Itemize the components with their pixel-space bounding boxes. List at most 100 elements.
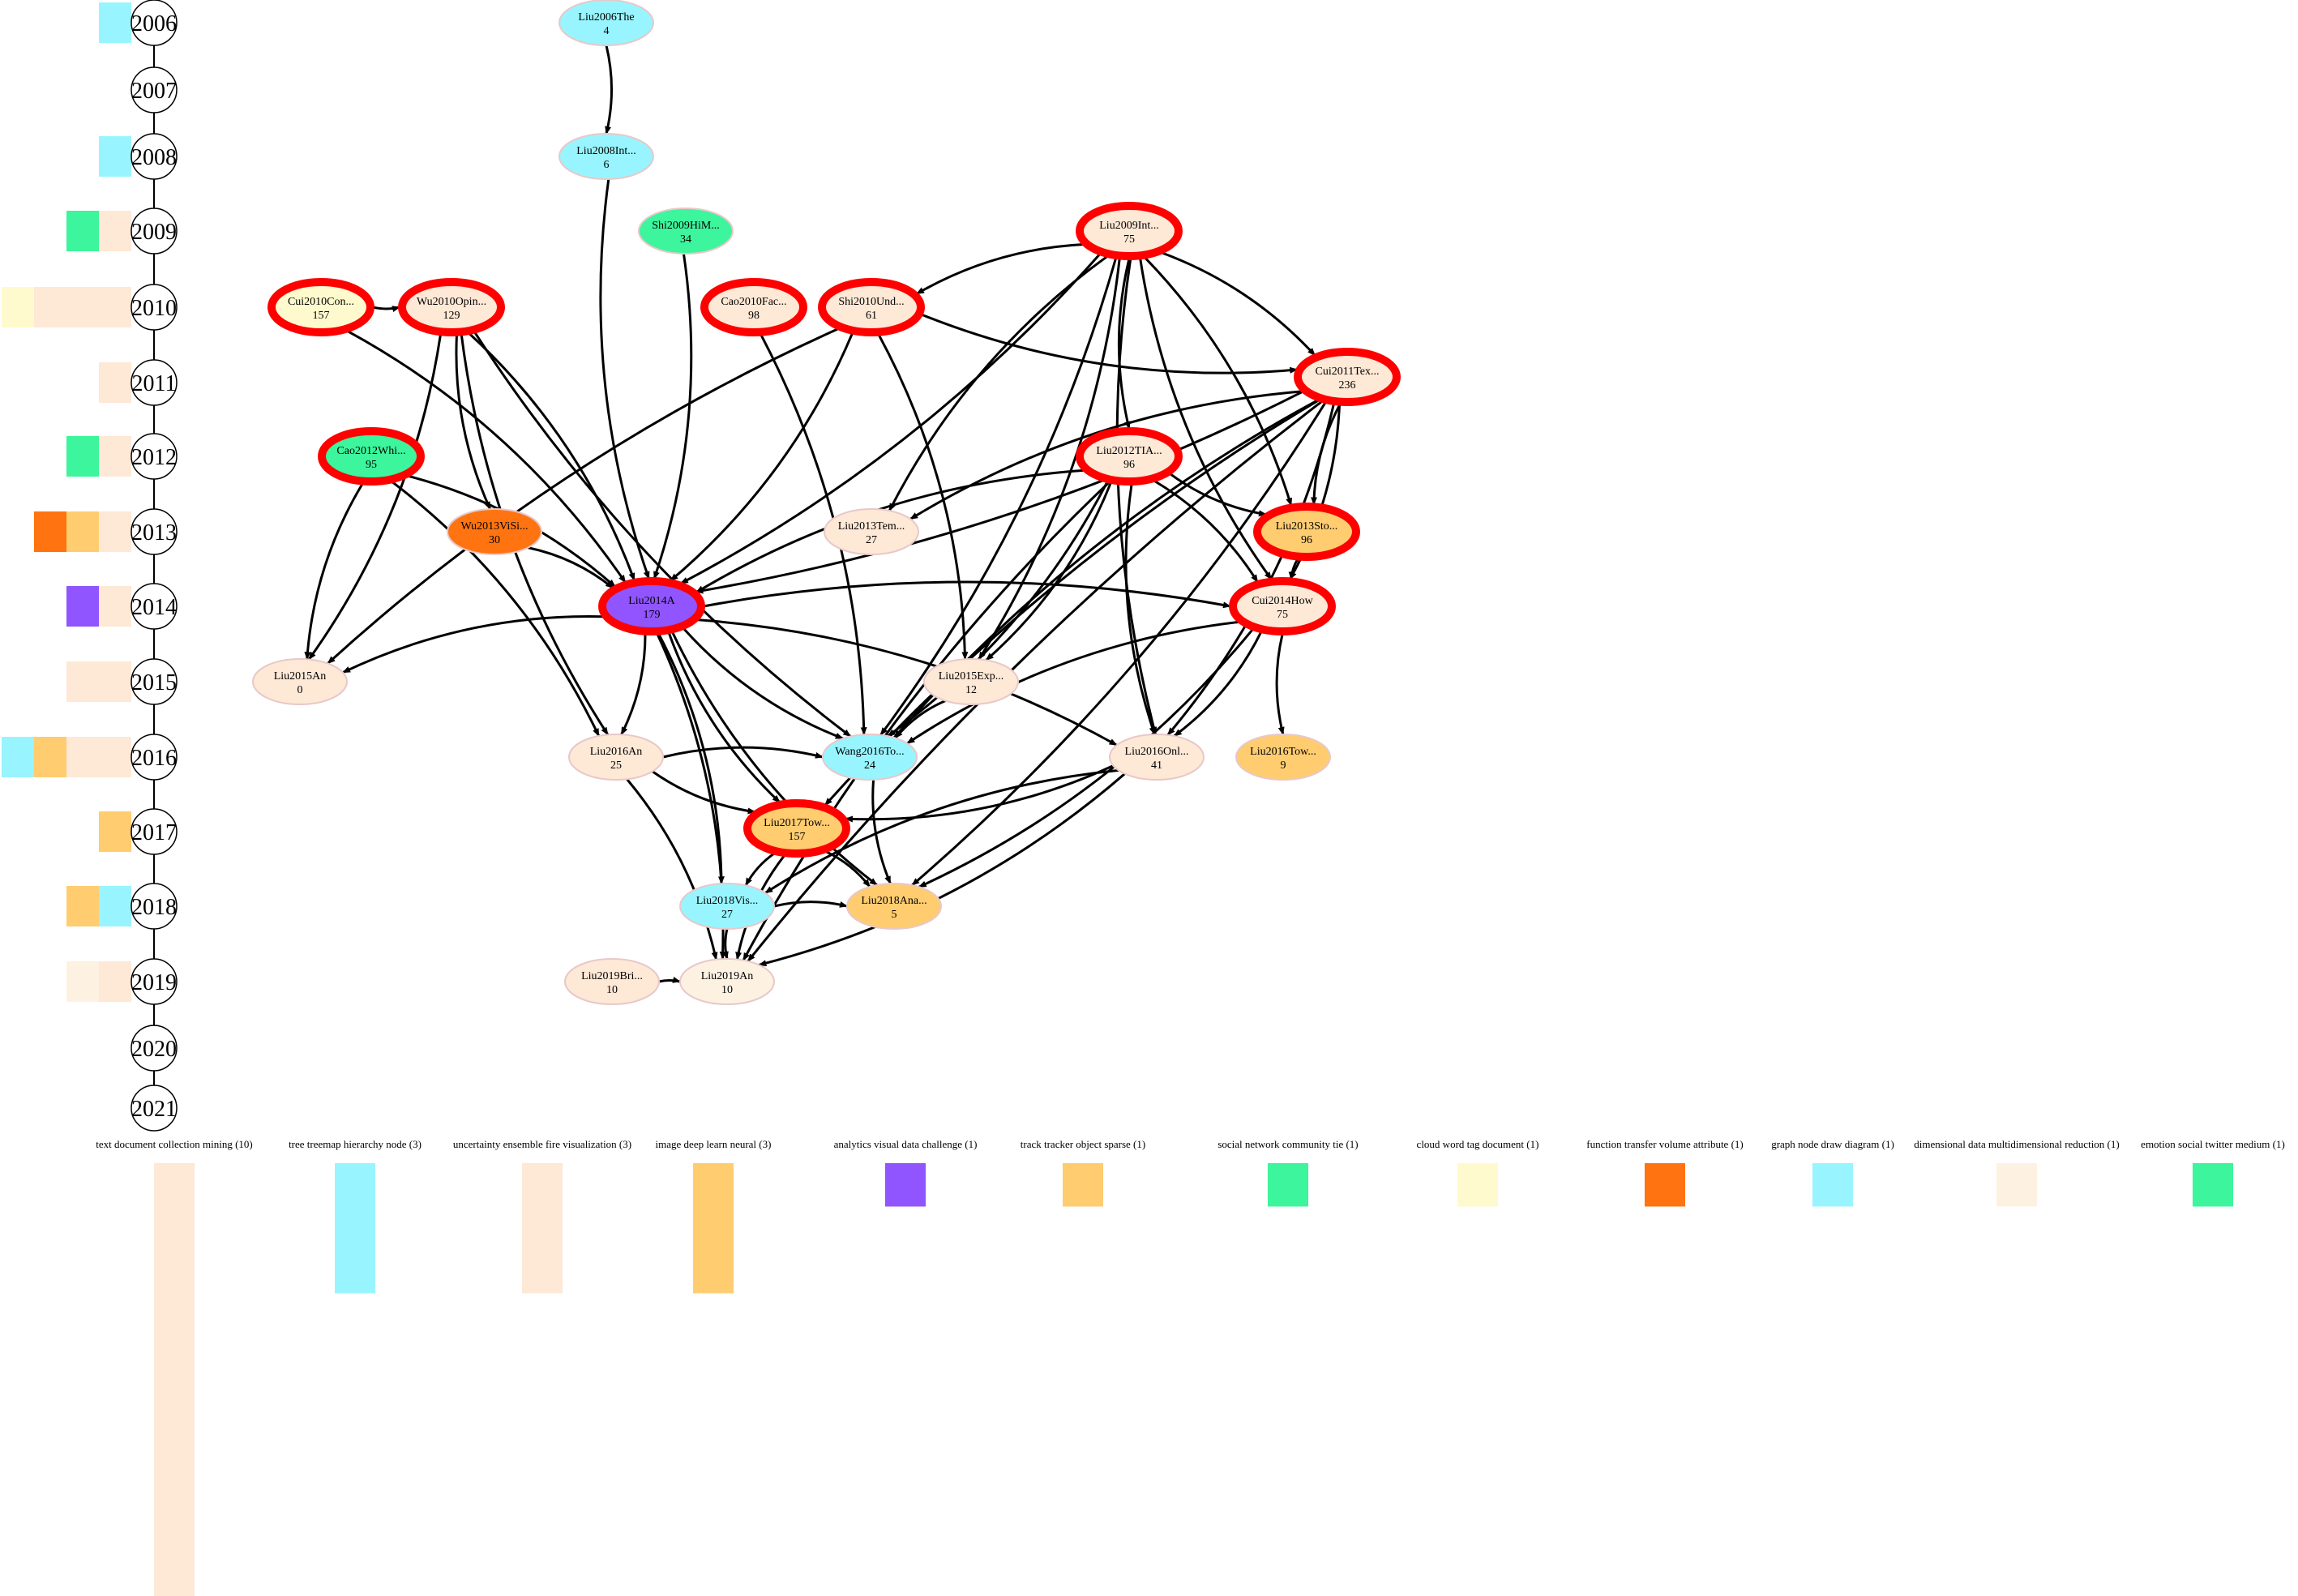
edge-liu2014a-to-liu2017tow (667, 631, 781, 803)
year-label-2018: 2018 (131, 895, 177, 920)
edge-liu2012tia-to-wang2016to (887, 481, 1109, 738)
year-marker-2006 (131, 0, 178, 46)
node-citations: 96 (1301, 534, 1312, 546)
node-shape (1253, 503, 1360, 561)
node-shi2009him: Shi2009HiM...34 (638, 208, 734, 255)
node-cui2011tex: Cui2011Tex...236 (1294, 348, 1401, 406)
node-title: Wu2013ViSi... (461, 520, 528, 533)
node-shape (447, 508, 542, 555)
topic-swatch-2018 (66, 886, 99, 926)
node-shape (398, 278, 505, 336)
node-cao2012whi: Cao2012Whi...95 (318, 427, 425, 486)
edge-liu2014a-to-liu2015an (342, 614, 604, 674)
legend-label: image deep learn neural (3) (656, 1138, 772, 1150)
node-liu2012tia: Liu2012TIA...96 (1076, 427, 1183, 486)
year-marker-2009 (131, 208, 178, 255)
node-liu2016onl: Liu2016Onl...41 (1109, 734, 1205, 781)
topic-swatch-2012 (66, 436, 99, 477)
topic-swatch-2008 (99, 136, 131, 177)
edge-liu2019bri-to-liu2019an (658, 977, 681, 983)
topic-swatch-2019 (66, 961, 99, 1002)
node-citations: 27 (721, 909, 733, 921)
legend-label: uncertainty ensemble fire visualization … (453, 1138, 631, 1150)
node-liu2015exp: Liu2015Exp...12 (923, 658, 1019, 705)
legend-item-social-network-community-tie-1: social network community tie (1) (1217, 1138, 1359, 1207)
node-title: Liu2009Int... (1099, 220, 1159, 232)
edge-liu2014a-to-liu2016onl (696, 618, 1118, 747)
node-citations: 129 (443, 310, 460, 322)
node-title: Liu2008Int... (576, 145, 636, 157)
edge-cao2012whi-to-liu2015an (304, 482, 364, 661)
node-title: Liu2015Exp... (939, 670, 1004, 682)
topic-swatch-2010 (99, 287, 131, 327)
node-shape (1076, 427, 1183, 486)
node-title: Liu2016Tow... (1250, 746, 1316, 758)
topic-swatch-2014 (66, 586, 99, 627)
node-liu2018vis: Liu2018Vis... 27 (679, 883, 775, 930)
node-shape (598, 577, 705, 635)
node-liu2017tow: Liu2017Tow...157 (743, 799, 850, 858)
legend-label: emotion social twitter medium (1) (2141, 1138, 2285, 1150)
edge-liu2015exp-to-wang2016to (894, 700, 947, 739)
node-title: Liu2019Bri... (581, 970, 643, 982)
edge-liu2012tia-to-liu2015exp (985, 481, 1113, 661)
node-citations: 41 (1151, 759, 1162, 772)
legend-item-track-tracker-object-sparse-1: track tracker object sparse (1) (1021, 1138, 1145, 1207)
edge-cui2014how-to-liu2016onl (1173, 631, 1263, 738)
edge-wu2010opin-to-liu2015an (307, 334, 443, 661)
edge-liu2009int-to-liu2016onl (1115, 258, 1158, 735)
legend-label: dimensional data multidimensional reduct… (1914, 1138, 2119, 1150)
node-title: Cui2011Tex... (1316, 366, 1380, 378)
edge-liu2009int-to-wang2016to (879, 257, 1118, 736)
node-title: Liu2018Vis... (696, 895, 759, 907)
year-label-2015: 2015 (131, 670, 177, 695)
topic-swatch-2006 (99, 2, 131, 43)
edge-liu2016onl-to-liu2019an (758, 772, 1126, 967)
topic-swatch-2016 (66, 737, 99, 777)
edge-shi2010und-to-cui2011tex (921, 313, 1299, 374)
edge-cui2010con-to-wu2010opin (372, 306, 400, 312)
node-shape (564, 958, 660, 1005)
topic-swatch-2017 (99, 811, 131, 852)
edge-liu2018vis-to-liu2018ana (773, 901, 848, 908)
node-title: Cui2010Con... (288, 296, 354, 308)
node-shape (1229, 577, 1336, 635)
legend-bar (1996, 1163, 2037, 1207)
edge-shi2010und-to-liu2014a (670, 332, 854, 582)
node-citations: 34 (680, 233, 691, 246)
edge-liu2016an-to-liu2019an (626, 778, 718, 961)
node-shape (252, 658, 348, 705)
node-citations: 5 (892, 909, 897, 921)
edge-cui2010con-to-liu2014a (346, 329, 627, 584)
node-shape (568, 734, 664, 781)
node-liu2008int: Liu2008Int...6 (558, 133, 654, 180)
node-title: Cui2014How (1252, 595, 1313, 607)
topic-swatch-2016 (2, 737, 34, 777)
year-marker-2007 (131, 66, 178, 113)
edge-liu2006the-to-liu2008int (605, 45, 613, 135)
edge-liu2016onl-to-liu2017tow (844, 764, 1114, 823)
legend-bar (1645, 1163, 1685, 1207)
node-citations: 4 (604, 25, 610, 37)
node-citations: 25 (610, 759, 622, 772)
node-liu2013sto: Liu2013Sto...96 (1253, 503, 1360, 561)
node-citations: 236 (1339, 379, 1356, 392)
node-title: Cao2012Whi... (336, 445, 405, 457)
node-title: Liu2013Tem... (838, 520, 905, 533)
legend-bar (1063, 1163, 1103, 1207)
year-marker-2016 (131, 734, 178, 781)
edge-shi2010und-to-liu2015an (327, 327, 840, 665)
legend-label: track tracker object sparse (1) (1021, 1138, 1145, 1150)
topic-swatch-2016 (34, 737, 66, 777)
year-label-2008: 2008 (131, 145, 177, 170)
topic-swatch-2016 (99, 737, 131, 777)
topic-legend: text document collection mining (10)tree… (96, 1138, 2285, 1596)
node-liu2013tem: Liu2013Tem...27 (824, 508, 919, 555)
legend-item-tree-treemap-hierarchy-node-3: tree treemap hierarchy node (3) (289, 1138, 422, 1294)
node-wang2016to: Wang2016To...24 (822, 734, 918, 781)
edge-liu2014a-to-liu2018vis (657, 633, 725, 885)
paper-nodes: Liu2006The4Liu2008Int...6Shi2009HiM...34… (252, 0, 1401, 1005)
edge-liu2017tow-to-liu2018ana (824, 849, 871, 888)
